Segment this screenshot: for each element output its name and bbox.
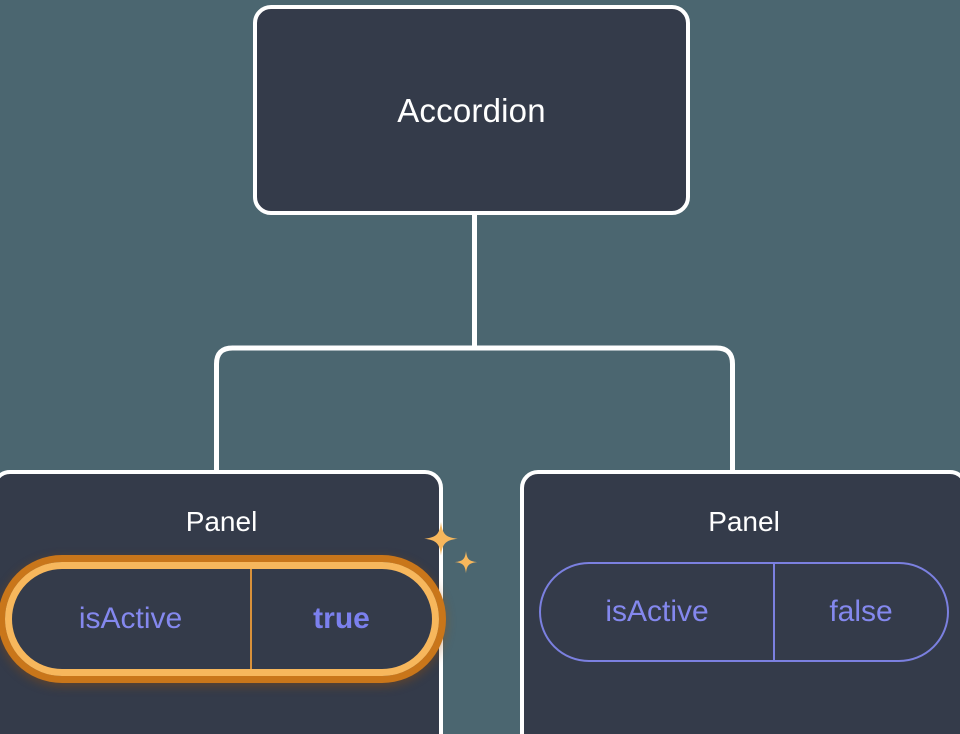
prop-value: true	[249, 569, 432, 669]
prop-key: isActive	[605, 595, 709, 628]
node-panel-inactive[interactable]: Panel isActive false	[520, 470, 960, 734]
node-title: Panel	[708, 506, 780, 537]
sparkle-icon	[423, 522, 458, 556]
node-title: Panel	[185, 506, 258, 537]
prop-value: false	[773, 564, 947, 660]
prop-pill-wrapper: isActive false	[539, 562, 949, 662]
connector-branch-bar	[214, 345, 735, 474]
node-accordion[interactable]: Accordion	[253, 5, 690, 215]
prop-pill-isactive-true[interactable]: isActive true	[4, 562, 439, 676]
node-title: Accordion	[397, 91, 546, 129]
prop-key: isActive	[78, 602, 183, 635]
sparkle-small-icon	[454, 551, 477, 574]
prop-pill-wrapper: isActive true	[4, 522, 477, 676]
prop-pill-isactive-false[interactable]: isActive false	[539, 562, 949, 662]
node-panel-active[interactable]: Panel isActive true	[0, 470, 477, 734]
